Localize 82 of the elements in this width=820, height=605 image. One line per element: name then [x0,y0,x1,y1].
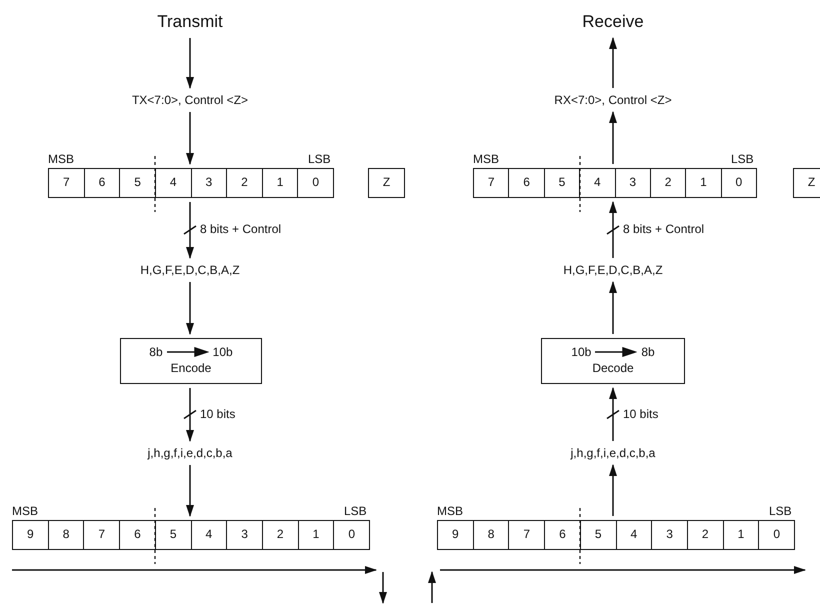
bit-width-label: 8b [149,344,163,360]
bit-cell: 5 [544,169,580,197]
bit-cell: 2 [226,169,262,197]
bit-cell-text: 7 [62,174,71,191]
bit-cell: 3 [614,169,650,197]
bit-cell: 2 [650,169,686,197]
bit-cell: 6 [544,521,580,549]
section-title: Transmit [140,10,240,34]
bit-order-label: LSB [731,152,754,166]
bit-cell: 3 [190,169,226,197]
bit-register [12,520,370,550]
bit-width-label: 10b [571,344,592,360]
bit-cell: 4 [616,521,652,549]
bit-cell: 7 [508,521,544,549]
bit-cell: 0 [297,169,333,197]
bit-cell: 3 [226,521,262,549]
bit-cell: 2 [262,521,298,549]
bit-register [48,168,334,198]
arrow [183,201,197,259]
section-title: Receive [563,10,663,34]
bit-cell: 8 [48,521,84,549]
bit-order-label: LSB [769,504,792,518]
arrow [183,387,197,442]
signal-label: j,h,g,f,i,e,d,c,b,a [115,445,265,461]
signal-label: j,h,g,f,i,e,d,c,b,a [538,445,688,461]
bit-register [437,520,795,550]
arrow [609,111,617,164]
bit-cell: 6 [508,169,544,197]
arrow [606,387,620,442]
coder-box [541,338,685,384]
arrow [609,464,617,516]
arrow [186,282,194,335]
bit-width-label: 10b [212,344,233,360]
bit-cell: 6 [84,169,120,197]
bit-cell: 8 [472,521,508,549]
arrow [609,281,617,334]
bit-order-label: MSB [48,152,74,166]
bit-cell: 5 [119,169,155,197]
edge-label: 8 bits + Control [623,222,704,236]
bit-cell: 2 [686,521,723,549]
bit-cell: 5 [580,521,616,549]
bit-order-label: MSB [437,504,464,518]
arrow [186,465,194,517]
bit-cell: 3 [651,521,687,549]
arrow [186,38,194,89]
bit-cell: 1 [298,521,334,549]
signal-label: RX<7:0>, Control <Z> [533,92,693,108]
bit-order-label: MSB [473,152,500,166]
bit-cell: 1 [262,169,298,197]
bit-cell: 5 [154,521,191,549]
bit-cell: Z [368,168,405,198]
bit-cell: 1 [722,521,758,549]
bit-width-label: 8b [641,344,655,360]
coder-box [120,338,262,384]
bit-cell: 1 [685,169,721,197]
arrow [606,201,620,259]
bit-cell-text: 9 [451,526,460,543]
bit-cell: 0 [333,521,370,549]
signal-label: H,G,F,E,D,C,B,A,Z [538,262,688,278]
bit-cell-text: 9 [26,526,35,543]
bit-order-label: LSB [308,152,331,166]
bit-cell: 4 [190,521,226,549]
bit-cell: 4 [154,169,190,197]
bit-cell: 7 [83,521,120,549]
bit-cell: 6 [119,521,155,549]
bit-cell: Z [793,168,820,198]
signal-label: H,G,F,E,D,C,B,A,Z [115,262,265,278]
bit-cell: 4 [579,169,614,197]
bit-order-label: MSB [12,504,38,518]
bit-cell-text: 7 [486,174,496,191]
signal-label: TX<7:0>, Control <Z> [110,92,270,108]
edge-label: 10 bits [200,406,236,420]
edge-label: 10 bits [623,406,658,420]
bit-register [473,168,757,198]
coder-label: Decode [591,360,635,376]
arrow [609,37,617,88]
bit-cell: 0 [720,169,756,197]
arrow [186,112,194,165]
bit-order-label: LSB [344,504,367,518]
coder-label: Encode [170,360,212,376]
edge-label: 8 bits + Control [200,222,282,236]
bit-cell: 0 [758,521,794,549]
